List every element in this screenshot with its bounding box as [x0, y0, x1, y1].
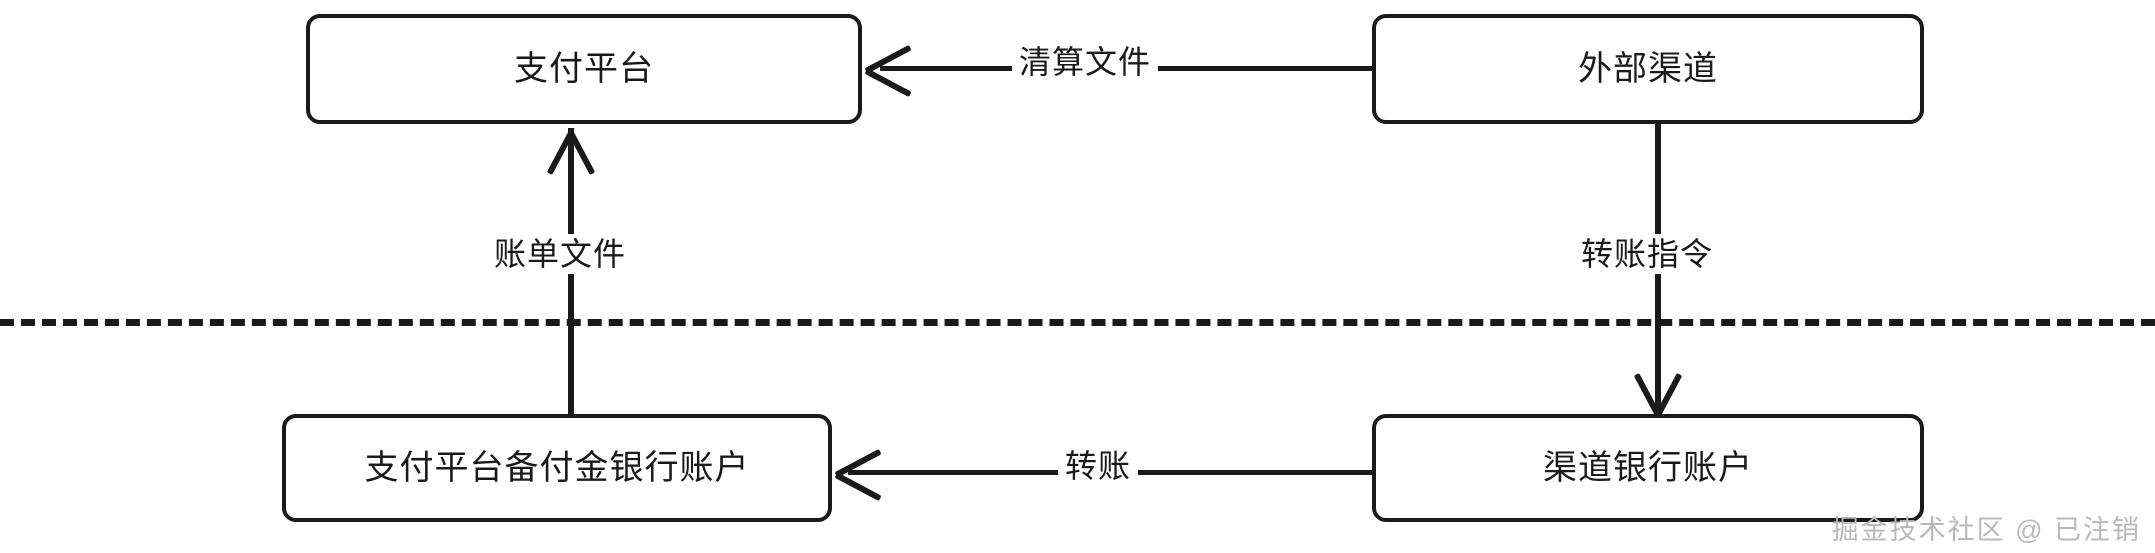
node-payment-platform[interactable]: 支付平台	[306, 14, 862, 124]
edge-transfer-instruction-label: 转账指令	[1574, 234, 1721, 274]
node-reserve-account[interactable]: 支付平台备付金银行账户	[282, 414, 832, 522]
node-external-channel-label: 外部渠道	[1578, 50, 1718, 88]
node-channel-account-label: 渠道银行账户	[1543, 449, 1753, 487]
node-channel-account[interactable]: 渠道银行账户	[1372, 414, 1924, 522]
watermark-text: 掘金技术社区 @ 已注销	[1831, 515, 2141, 545]
edge-transfer-label: 转账	[1058, 446, 1139, 486]
node-external-channel[interactable]: 外部渠道	[1372, 14, 1924, 124]
edge-clearing-file-label: 清算文件	[1012, 42, 1159, 82]
edge-bill-file-label: 账单文件	[487, 234, 634, 274]
boundary-dashed-line	[0, 319, 2155, 326]
node-reserve-account-label: 支付平台备付金银行账户	[364, 449, 750, 487]
node-payment-platform-label: 支付平台	[514, 50, 654, 88]
